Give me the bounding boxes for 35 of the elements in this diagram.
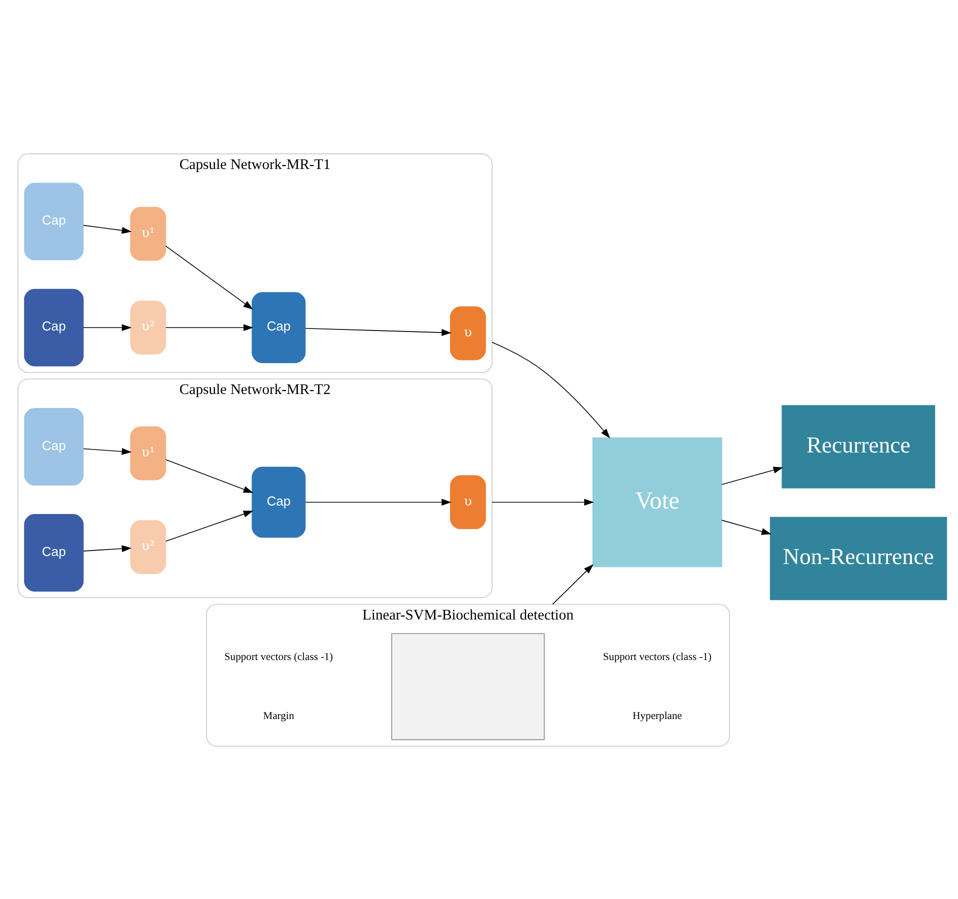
label: Support vectors (class -1)	[603, 652, 712, 663]
node-box: Cap	[252, 466, 306, 538]
arrow	[721, 466, 784, 484]
node-box: υ	[450, 474, 486, 529]
arrow	[83, 544, 132, 552]
node-box: υ¹	[130, 426, 166, 480]
arrow	[305, 327, 452, 336]
arrow	[552, 564, 594, 604]
node-box	[391, 632, 545, 740]
node-box: Cap	[252, 292, 306, 363]
node-box: Cap	[24, 182, 84, 260]
arrow	[83, 224, 132, 234]
node-box: υ	[450, 306, 486, 360]
label: Hyperplane	[632, 710, 682, 722]
arrow	[305, 498, 452, 506]
arrow	[165, 324, 254, 331]
node-box: Recurrence	[782, 404, 936, 488]
node-box: Cap	[24, 514, 84, 592]
arrow	[165, 245, 254, 310]
arrow	[83, 324, 132, 331]
node-box: Vote	[592, 436, 722, 567]
node-box: υ¹	[130, 206, 166, 260]
node-box: υ²	[130, 300, 166, 354]
arrow	[492, 498, 594, 506]
node-box: Cap	[24, 407, 84, 485]
node-box: υ²	[130, 520, 166, 574]
arrow	[165, 458, 254, 492]
node-box: Non-Recurrence	[770, 516, 947, 600]
label: Margin	[263, 710, 294, 722]
arrow	[492, 341, 610, 438]
node-box: Cap	[24, 288, 84, 366]
arrow	[83, 448, 132, 454]
label: Support vectors (class -1)	[224, 652, 333, 663]
arrow	[165, 510, 254, 542]
arrow	[721, 519, 772, 534]
